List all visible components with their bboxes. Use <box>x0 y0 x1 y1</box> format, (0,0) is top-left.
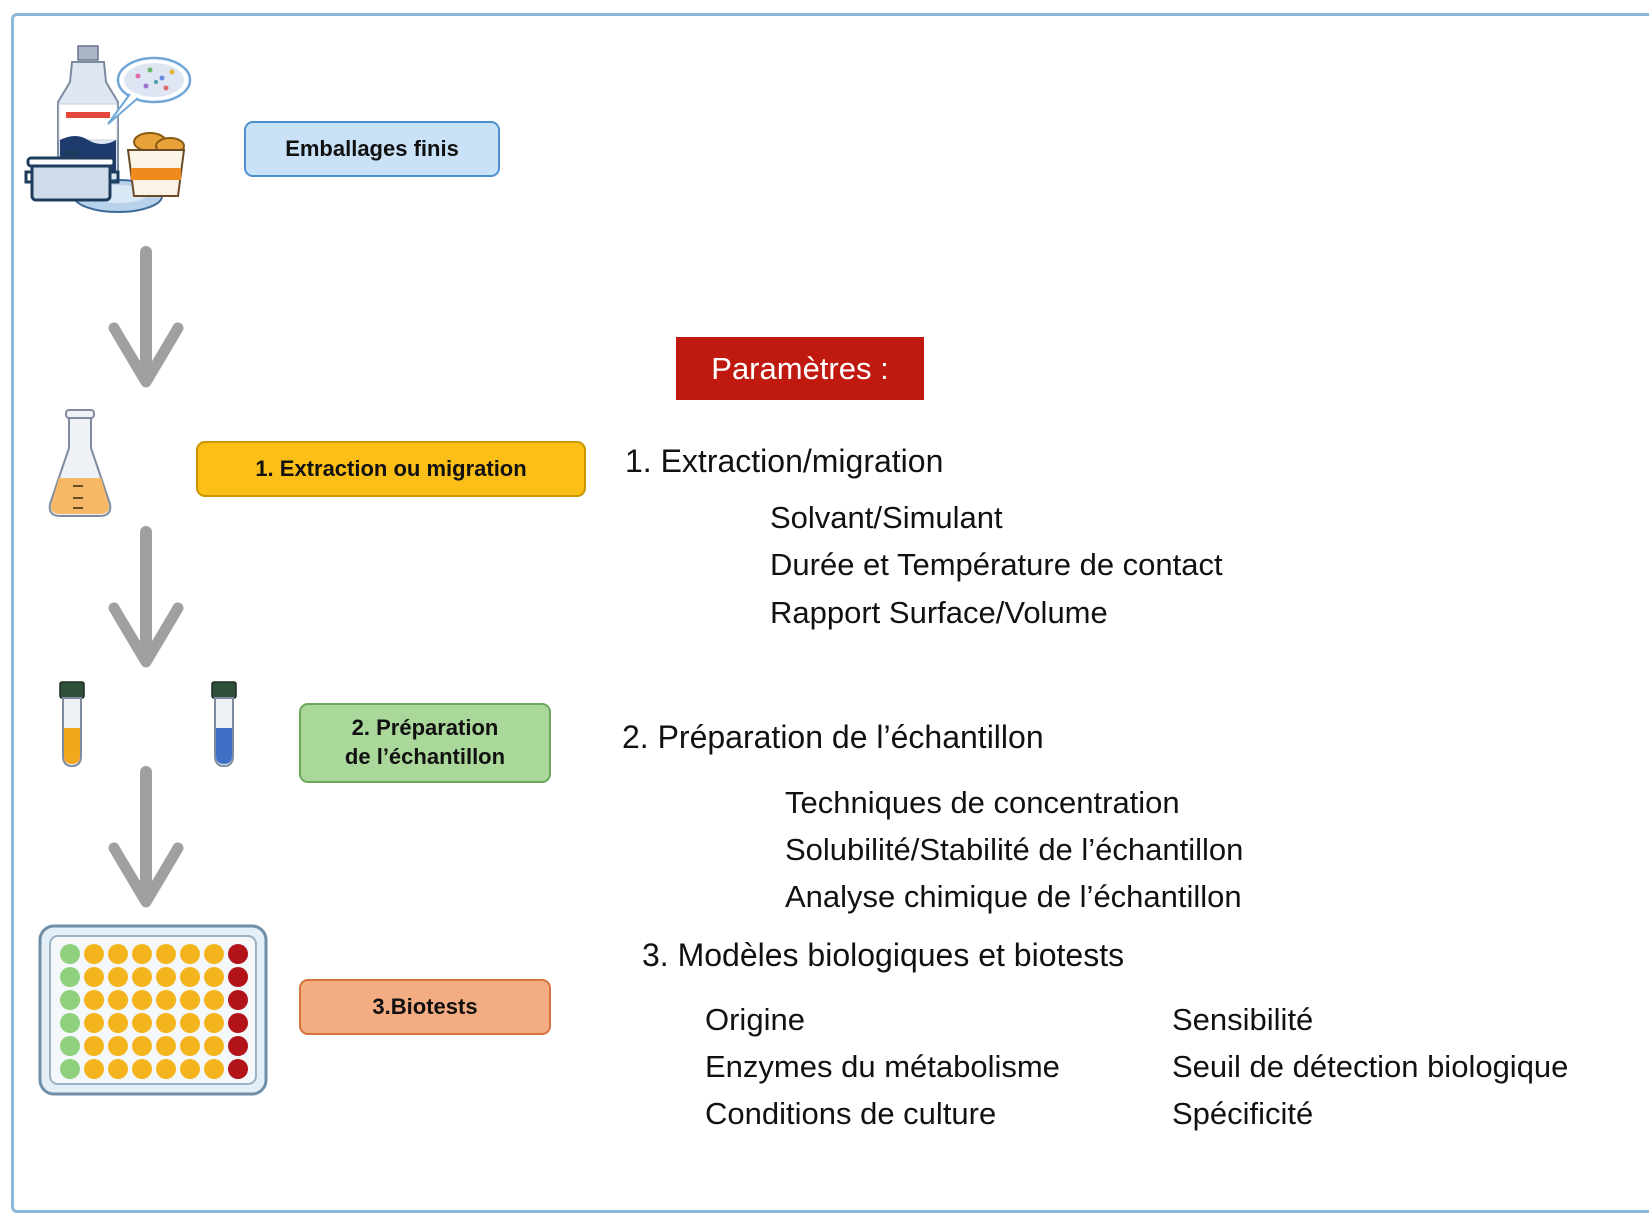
microplate-well <box>108 1059 128 1079</box>
microplate-well <box>108 967 128 987</box>
microplate-well <box>60 944 80 964</box>
microplate-well <box>156 944 176 964</box>
microplate-well <box>60 1013 80 1033</box>
microplate-well <box>180 1013 200 1033</box>
microplate-well <box>60 1036 80 1056</box>
microplate-well <box>132 1036 152 1056</box>
microplate-well <box>204 1036 224 1056</box>
section2-item: Solubilité/Stabilité de l’échantillon <box>785 832 1244 867</box>
section3-left-item: Origine <box>705 1002 805 1037</box>
stage-preparation-label-line2: de l’échantillon <box>344 744 506 769</box>
section1-item: Solvant/Simulant <box>770 500 1003 535</box>
microplate-well <box>108 1036 128 1056</box>
test-tube-yellow-icon <box>59 681 85 768</box>
stage-biotests-box: 3.Biotests <box>299 979 551 1035</box>
microplate-icon <box>38 924 268 1096</box>
section3-right-item: Sensibilité <box>1172 1002 1314 1037</box>
stage-extraction-label: 1. Extraction ou migration <box>255 455 527 481</box>
stage-biotests-label: 3.Biotests <box>372 993 478 1019</box>
microplate-well <box>180 944 200 964</box>
microplate-well <box>228 990 248 1010</box>
microplate-well <box>156 1036 176 1056</box>
microplate-well <box>156 967 176 987</box>
section1-heading: 1. Extraction/migration <box>625 443 944 479</box>
section3-right-item: Seuil de détection biologique <box>1172 1049 1569 1084</box>
stage-preparation-label-line1: 2. Préparation <box>351 715 499 741</box>
microplate-well <box>204 967 224 987</box>
stage-packaging-label: Emballages finis <box>285 135 459 161</box>
microplate-well <box>228 1036 248 1056</box>
section2-item: Analyse chimique de l’échantillon <box>785 879 1242 914</box>
microplate-well <box>132 1059 152 1079</box>
microplate-well <box>84 967 104 987</box>
test-tube-blue-icon <box>211 681 237 768</box>
microplate-well <box>84 1013 104 1033</box>
section3-heading: 3. Modèles biologiques et biotests <box>642 937 1125 973</box>
microplate-well <box>156 1013 176 1033</box>
microplate-well <box>132 1013 152 1033</box>
microplate-well <box>180 990 200 1010</box>
microplate-well <box>60 990 80 1010</box>
microplate-well <box>204 990 224 1010</box>
microplate-well <box>156 1059 176 1079</box>
down-arrow-icon <box>108 766 184 908</box>
microplate-well <box>84 990 104 1010</box>
microplate-well <box>84 1059 104 1079</box>
microplate-well <box>84 944 104 964</box>
microplate-well <box>204 944 224 964</box>
section3-left-item: Conditions de culture <box>705 1096 997 1131</box>
microplate-well <box>60 1059 80 1079</box>
microplate-well <box>84 1036 104 1056</box>
microplate-well <box>132 944 152 964</box>
microplate-well <box>228 967 248 987</box>
microplate-well <box>180 1036 200 1056</box>
parameters-title: Paramètres : <box>676 337 924 400</box>
microplate-wells <box>60 944 248 1079</box>
microplate-well <box>204 1013 224 1033</box>
section3-left-item: Enzymes du métabolisme <box>705 1049 1060 1084</box>
microplate-well <box>108 1013 128 1033</box>
microplate-well <box>228 944 248 964</box>
microplate-well <box>180 1059 200 1079</box>
stage-extraction-box: 1. Extraction ou migration <box>196 441 586 497</box>
section1-item: Durée et Température de contact <box>770 547 1223 582</box>
stage-preparation-box: 2. Préparation de l’échantillon <box>299 703 551 783</box>
section1-item: Rapport Surface/Volume <box>770 595 1108 630</box>
down-arrow-icon <box>108 246 184 388</box>
microplate-well <box>156 990 176 1010</box>
microplate-well <box>204 1059 224 1079</box>
stage-packaging-box: Emballages finis <box>244 121 500 177</box>
microplate-well <box>60 967 80 987</box>
section3-right-item: Spécificité <box>1172 1096 1314 1131</box>
erlenmeyer-flask-icon <box>48 409 112 517</box>
microplate-well <box>108 944 128 964</box>
microplate-well <box>132 967 152 987</box>
microplate-well <box>108 990 128 1010</box>
microplate-well <box>228 1013 248 1033</box>
microplate-well <box>132 990 152 1010</box>
packaging-illustration-icon <box>24 45 192 213</box>
section2-item: Techniques de concentration <box>785 785 1180 820</box>
section2-heading: 2. Préparation de l’échantillon <box>622 719 1044 755</box>
down-arrow-icon <box>108 526 184 668</box>
microplate-well <box>180 967 200 987</box>
microplate-well <box>228 1059 248 1079</box>
